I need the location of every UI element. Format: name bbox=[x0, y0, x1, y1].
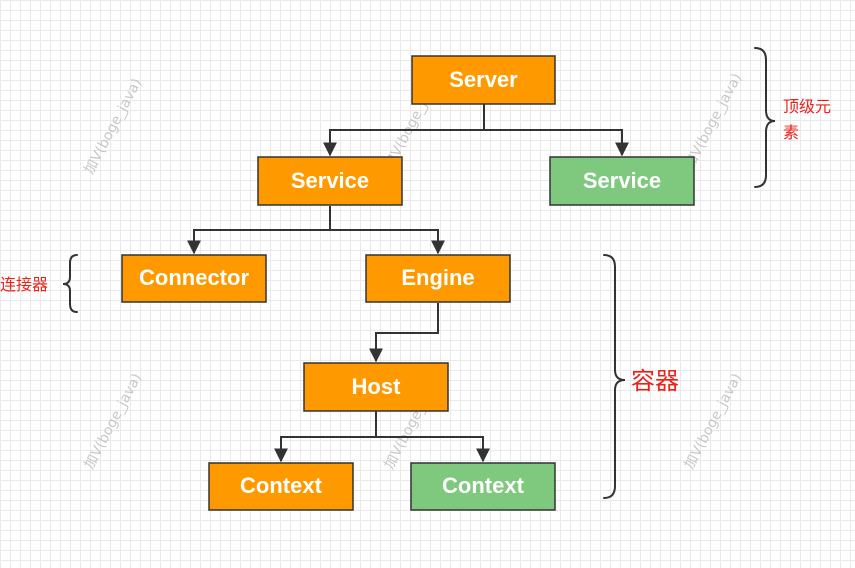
edge-server-to-services bbox=[323, 104, 485, 157]
node-server-label: Server bbox=[449, 67, 518, 92]
node-engine: Engine bbox=[365, 254, 511, 303]
watermark-text: 加V(boge_java) bbox=[81, 76, 145, 177]
top-level-brace bbox=[754, 47, 776, 188]
node-context-main-label: Context bbox=[240, 473, 323, 498]
node-context-other-box bbox=[410, 462, 556, 511]
connector-brace bbox=[62, 254, 78, 313]
node-connector-label: Connector bbox=[139, 265, 249, 290]
node-service-main: Service bbox=[257, 156, 403, 206]
node-context-main-box bbox=[208, 462, 354, 511]
node-service-main-box bbox=[257, 156, 403, 206]
node-server: Server bbox=[411, 55, 556, 105]
node-context-other-label: Context bbox=[442, 473, 525, 498]
node-service-other: Service bbox=[549, 156, 695, 206]
node-service-main-label: Service bbox=[291, 168, 369, 193]
container-annotation: 容器 bbox=[631, 367, 679, 395]
node-engine-label: Engine bbox=[401, 265, 474, 290]
node-host: Host bbox=[303, 362, 449, 412]
node-engine-box bbox=[365, 254, 511, 303]
node-connector-box bbox=[121, 254, 267, 303]
top-level-annotation-line2: 素 bbox=[783, 123, 799, 142]
edges bbox=[187, 104, 629, 463]
edge-service-to-engine bbox=[330, 229, 445, 255]
node-connector: Connector bbox=[121, 254, 267, 303]
node-context-main: Context bbox=[208, 462, 354, 511]
node-service-other-box bbox=[549, 156, 695, 206]
edge-service-to-connector bbox=[187, 206, 331, 255]
node-server-box bbox=[411, 55, 556, 105]
edge-server-to-service-other bbox=[484, 129, 629, 157]
connector-annotation: 连接器 bbox=[0, 275, 48, 294]
container-brace bbox=[603, 254, 626, 499]
top-level-annotation-line1: 顶级元 bbox=[783, 97, 831, 116]
edge-host-to-context-other bbox=[376, 436, 490, 463]
node-host-box bbox=[303, 362, 449, 412]
watermark-text: 加V(boge_java) bbox=[681, 371, 745, 472]
node-service-other-label: Service bbox=[583, 168, 661, 193]
edge-engine-to-host bbox=[369, 303, 439, 363]
node-host-label: Host bbox=[352, 374, 402, 399]
watermark-text: 加V(boge_java) bbox=[81, 371, 145, 472]
edge-host-to-context-main bbox=[274, 411, 377, 463]
node-context-other: Context bbox=[410, 462, 556, 511]
